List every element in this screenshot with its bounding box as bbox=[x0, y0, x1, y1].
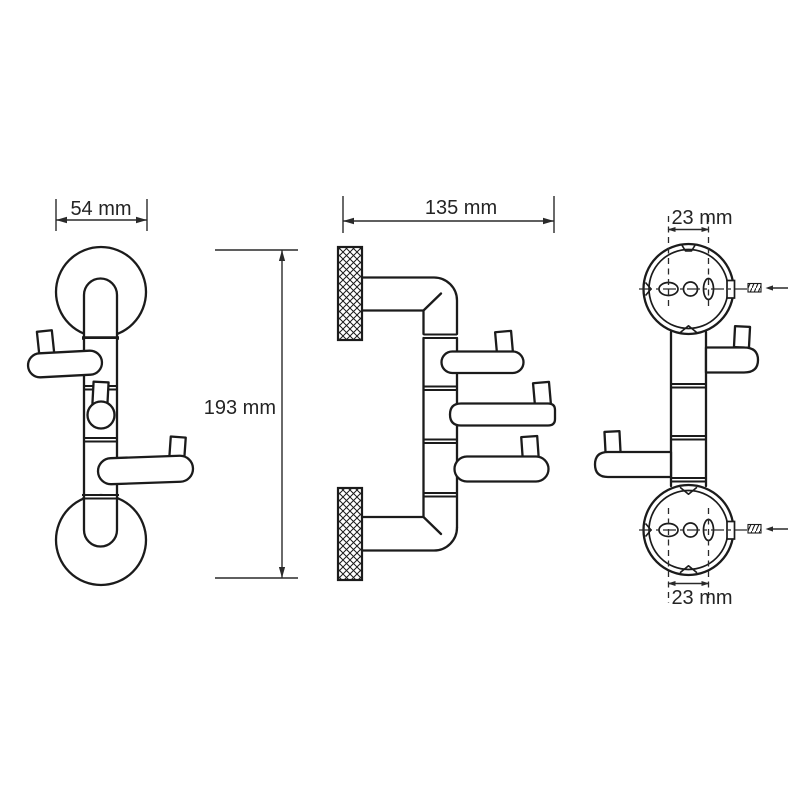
dimension-side-width: 135 mm bbox=[342, 196, 555, 233]
arrow-left-icon bbox=[667, 227, 676, 232]
suction-pad-top bbox=[336, 245, 364, 342]
front-view: 54 mm bbox=[26, 198, 195, 587]
notch-top bbox=[681, 244, 696, 252]
dimension-overall-height: 193 mm bbox=[204, 249, 298, 579]
arrow-right-icon bbox=[701, 227, 710, 232]
mount-circle-top bbox=[639, 242, 788, 336]
hook-3 bbox=[453, 455, 550, 483]
arrow-right-icon bbox=[136, 216, 147, 224]
hook-1 bbox=[440, 350, 525, 375]
dimension-front-width: 54 mm bbox=[55, 198, 148, 231]
arrow-left-icon bbox=[765, 285, 773, 291]
hook-middle bbox=[86, 400, 116, 430]
hook-upper bbox=[704, 346, 760, 374]
hook-lower-tip bbox=[603, 429, 622, 455]
arm-top bbox=[360, 276, 459, 336]
hook-upper-tip bbox=[732, 324, 752, 350]
back-view: 23 mm 23 mm bbox=[593, 207, 788, 609]
dim-front-width-label: 54 mm bbox=[70, 198, 131, 220]
hook-lower bbox=[593, 450, 673, 479]
side-view: 135 mm bbox=[336, 196, 557, 582]
arrow-left-icon bbox=[765, 526, 773, 532]
hook-2 bbox=[448, 402, 557, 427]
arrow-right-icon bbox=[701, 581, 710, 586]
hook-right bbox=[96, 454, 195, 486]
hook-left-tip bbox=[35, 329, 56, 356]
dim-side-width-label: 135 mm bbox=[425, 197, 497, 219]
dim-back-bottom-label: 23 mm bbox=[671, 587, 732, 609]
arrow-left-icon bbox=[667, 581, 676, 586]
dim-height-label: 193 mm bbox=[204, 397, 276, 419]
suction-pad-bottom bbox=[336, 486, 364, 582]
arm-bottom bbox=[360, 515, 443, 536]
screw-icon bbox=[747, 523, 762, 534]
arrow-up-icon bbox=[278, 250, 286, 261]
arrow-left-icon bbox=[56, 216, 67, 224]
arrow-right-icon bbox=[543, 217, 554, 225]
swivel-bar-top bbox=[82, 277, 119, 341]
swivel-bar-bottom bbox=[82, 492, 119, 548]
notch-top bbox=[679, 486, 698, 495]
hook-left bbox=[26, 349, 104, 379]
dimension-back-top: 23 mm bbox=[667, 207, 733, 308]
mount-circle-bottom bbox=[639, 483, 788, 577]
screw-icon bbox=[747, 282, 762, 293]
dimension-back-bottom: 23 mm bbox=[667, 508, 733, 609]
arrow-left-icon bbox=[343, 217, 354, 225]
dim-back-top-label: 23 mm bbox=[671, 207, 732, 229]
notch-bottom bbox=[679, 325, 698, 334]
notch-bottom bbox=[679, 565, 698, 574]
arrow-down-icon bbox=[278, 567, 286, 578]
